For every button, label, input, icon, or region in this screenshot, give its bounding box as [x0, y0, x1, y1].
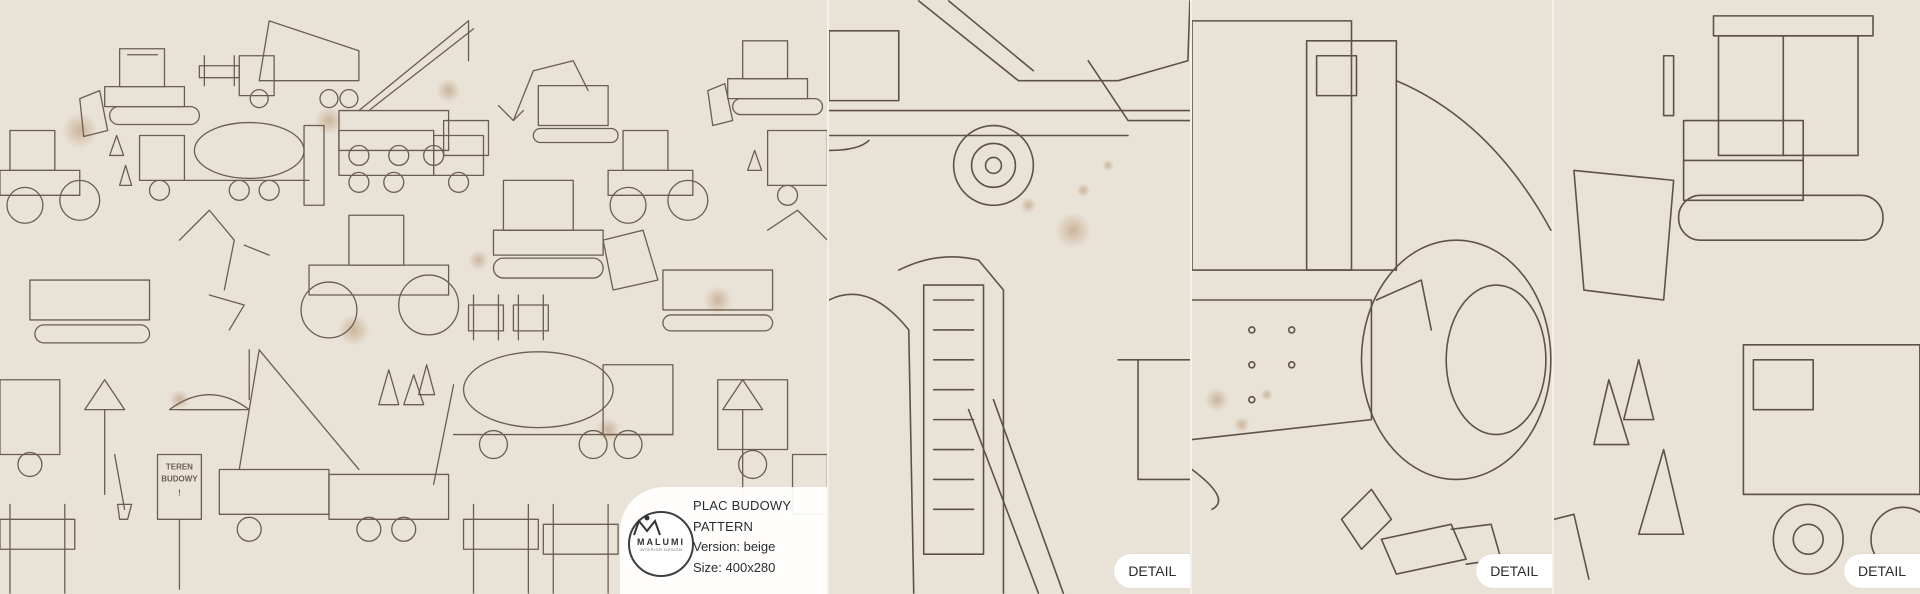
sign-line-3: ! [178, 488, 181, 497]
bulldozer-detail-illustration [1554, 0, 1920, 594]
cement-mixer-icon [433, 351, 674, 486]
panel-divider [1552, 0, 1555, 594]
road-barrier-icon [198, 55, 240, 87]
detail-image-1[interactable]: DETAIL [829, 0, 1191, 594]
construction-pattern-illustration: TEREN BUDOWY ! [0, 0, 828, 594]
dump-truck-detail-illustration [829, 0, 1191, 594]
panel-divider [1190, 0, 1193, 594]
road-barrier-icon [0, 503, 619, 594]
cement-mixer-icon [717, 379, 789, 480]
product-name-line-1: PLAC BUDOWY [693, 498, 792, 513]
sign-line-2: BUDOWY [161, 474, 198, 483]
product-details: PLAC BUDOWY PATTERN Version: beige Size:… [693, 496, 791, 578]
crane-truck-icon [218, 349, 450, 542]
construction-site-sign [156, 453, 203, 590]
road-roller-detail-illustration [1192, 0, 1553, 594]
road-roller-icon [0, 129, 101, 224]
bulldozer-icon [707, 40, 824, 127]
warning-sign-icon [722, 379, 764, 496]
detail-button[interactable]: DETAIL [1844, 554, 1920, 588]
sandbag-pile [168, 394, 250, 411]
product-info-card: MALUMI INTERIOR DESIGN PLAC BUDOWY PATTE… [620, 487, 828, 594]
detail-button[interactable]: DETAIL [1114, 554, 1191, 588]
crane-truck-icon [338, 129, 485, 193]
truck-icon [0, 379, 61, 478]
product-version: Version: beige [693, 539, 776, 554]
panel-divider [827, 0, 830, 594]
sign-line-1: TEREN [166, 462, 193, 471]
brand-name: MALUMI [637, 537, 685, 547]
cement-mixer-icon [138, 121, 325, 206]
bulldozer-icon [492, 179, 659, 291]
truck-icon [766, 129, 828, 206]
excavator-icon [29, 209, 245, 344]
warning-sign-icon [84, 379, 126, 496]
product-name-line-2: PATTERN [693, 518, 754, 534]
pattern-overview-image[interactable]: TEREN BUDOWY ! MALUMI INTERIOR DESIGN PL… [0, 0, 828, 594]
malumi-mark-icon [633, 515, 661, 536]
detail-image-2[interactable]: DETAIL [1192, 0, 1553, 594]
traffic-cone-icon [109, 134, 763, 406]
road-roller-icon [607, 129, 709, 224]
road-barrier-icon [467, 294, 549, 341]
bulldozer-icon [79, 48, 201, 138]
shovel-icon [113, 244, 270, 520]
crane-truck-icon [338, 20, 490, 167]
product-size: Size: 400x280 [693, 559, 776, 575]
brand-tagline: INTERIOR DESIGN [639, 547, 683, 552]
brand-logo: MALUMI INTERIOR DESIGN [628, 511, 694, 577]
detail-button[interactable]: DETAIL [1476, 554, 1553, 588]
excavator-icon [662, 209, 828, 332]
detail-image-3[interactable]: DETAIL [1554, 0, 1920, 594]
coffee-stains [61, 78, 732, 442]
excavator-icon [497, 60, 619, 144]
road-roller-icon [300, 214, 460, 339]
